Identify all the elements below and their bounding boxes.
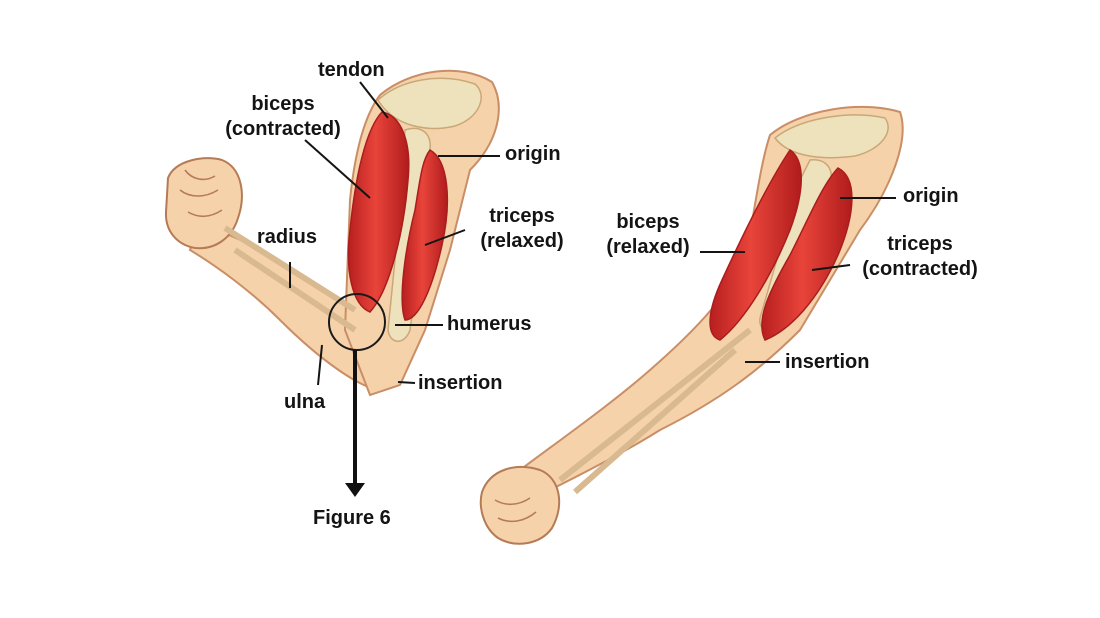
label-biceps-line2: (relaxed): [606, 236, 690, 258]
left-arm: [164, 69, 500, 497]
label-triceps-relaxed: triceps (relaxed): [462, 204, 582, 254]
leader-lines: [289, 81, 896, 386]
label-triceps-line1: triceps: [887, 233, 953, 255]
label-triceps-line2: (contracted): [862, 258, 978, 280]
left-biceps: [347, 111, 410, 313]
label-humerus: humerus: [447, 313, 532, 335]
label-biceps-contracted: biceps (contracted): [208, 92, 358, 142]
right-biceps: [709, 148, 802, 341]
label-biceps-relaxed: biceps (relaxed): [598, 210, 698, 260]
left-fist: [164, 157, 243, 250]
right-triceps: [761, 167, 853, 341]
label-triceps-line1: triceps: [489, 205, 555, 227]
label-biceps-line2: (contracted): [225, 118, 341, 140]
label-origin-left: origin: [505, 143, 561, 165]
label-insertion-right: insertion: [785, 351, 870, 373]
label-origin-right: origin: [903, 185, 959, 207]
right-arm: [479, 106, 904, 545]
label-figure: Figure 6: [313, 507, 391, 529]
label-ulna: ulna: [284, 391, 326, 413]
label-triceps-contracted: triceps (contracted): [850, 232, 990, 282]
label-insertion-left: insertion: [418, 372, 503, 394]
label-triceps-line2: (relaxed): [480, 230, 564, 252]
label-biceps-line1: biceps: [616, 211, 680, 233]
right-fist: [479, 466, 561, 545]
label-tendon: tendon: [318, 59, 385, 81]
right-arm-body: [518, 106, 904, 497]
label-radius: radius: [257, 226, 318, 248]
left-triceps: [401, 149, 449, 321]
label-biceps-line1: biceps: [251, 93, 315, 115]
